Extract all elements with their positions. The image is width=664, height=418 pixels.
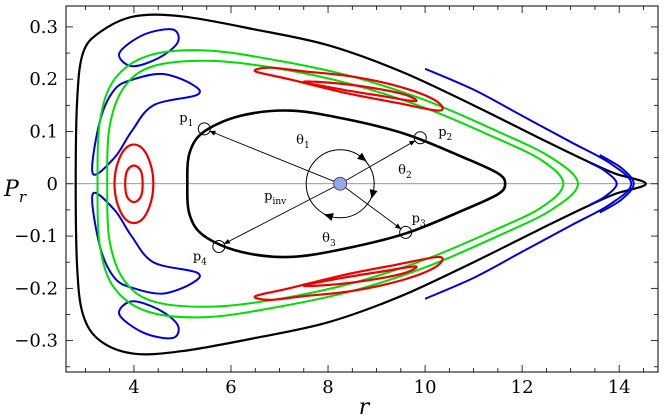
label-theta1: θ1	[296, 133, 310, 151]
label-p2: p2	[438, 125, 452, 143]
vector-p2	[339, 140, 416, 185]
label-p-inv: pinv	[264, 189, 287, 207]
label-theta1-sub: 1	[304, 141, 310, 151]
y-axis-label: Pr	[3, 177, 27, 206]
curve-blue-outer-right	[424, 67, 633, 300]
markers-layer	[197, 122, 427, 254]
label-p4-sub: 4	[201, 258, 207, 268]
vector-p4	[223, 183, 341, 245]
marker-center-point	[333, 176, 348, 191]
marker-p2	[413, 131, 427, 145]
label-theta3: θ3	[322, 231, 336, 249]
label-p3-sub: 3	[420, 219, 426, 229]
label-p-inv-main: p	[264, 189, 272, 204]
angle-arrowhead	[324, 213, 334, 221]
marker-p3	[399, 225, 413, 239]
curve-outer-boundary	[74, 13, 647, 356]
x-tick-label: 14	[608, 377, 631, 398]
curve-blue-island-bottom	[118, 300, 180, 340]
x-tick-label: 4	[128, 377, 139, 398]
curve-blue-island-top	[118, 28, 180, 68]
label-p4: p4	[193, 250, 207, 268]
y-tick-label: −0.2	[14, 278, 58, 299]
label-theta2-sub: 2	[406, 171, 412, 181]
vector-p1	[209, 130, 341, 185]
curves-layer	[74, 13, 647, 356]
x-tick-label: 12	[511, 377, 534, 398]
label-p1: p1	[179, 111, 193, 129]
label-theta1-main: θ	[296, 133, 304, 148]
label-p1-main: p	[179, 111, 187, 126]
curve-red-island-top-inner	[302, 80, 418, 103]
curve-inner-orbit	[185, 109, 507, 259]
y-tick-label: 0.2	[29, 69, 58, 90]
curve-red-island-left-inner	[124, 164, 144, 204]
curve-green-torus-inner	[106, 59, 565, 308]
curve-blue-island-upper-left	[91, 72, 201, 176]
label-p2-main: p	[438, 125, 446, 140]
label-p1-sub: 1	[188, 119, 194, 129]
x-axis-label: r	[359, 395, 371, 418]
angle-arrowhead	[369, 189, 378, 199]
curve-red-island-bottom-outer	[253, 255, 444, 301]
label-p4-main: p	[193, 250, 201, 265]
curve-blue-right-crescent-b	[599, 154, 635, 214]
x-tick-label: 6	[225, 377, 236, 398]
y-axis-label-sub: r	[19, 188, 27, 206]
y-tick-label: 0.3	[29, 17, 58, 38]
label-p2-sub: 2	[447, 133, 453, 143]
y-tick-label: 0.1	[29, 121, 58, 142]
label-p3: p3	[412, 211, 426, 229]
y-tick-label: −0.1	[14, 226, 58, 247]
vector-p3	[339, 183, 402, 230]
y-axis-label-main: P	[3, 177, 20, 202]
marker-p1	[197, 122, 211, 136]
label-theta3-sub: 3	[330, 239, 336, 249]
angle-circle-layer	[305, 149, 378, 221]
curve-red-island-bottom-inner	[302, 265, 418, 288]
x-tick-label: 10	[414, 377, 437, 398]
curve-red-island-left-outer	[113, 143, 155, 225]
vectors-layer	[209, 130, 416, 245]
curve-red-island-top-outer	[253, 66, 444, 112]
curve-blue-island-lower-left	[91, 191, 201, 295]
label-p-inv-sub: inv	[272, 197, 287, 207]
y-tick-label: 0	[47, 174, 58, 195]
label-theta2-main: θ	[398, 163, 406, 178]
curve-green-torus-outer	[96, 49, 579, 319]
label-p3-main: p	[412, 211, 420, 226]
ticks-layer	[66, 6, 658, 372]
label-theta3-main: θ	[322, 231, 330, 246]
angle-circle	[305, 149, 375, 219]
angle-arrowhead	[357, 152, 367, 162]
y-tick-label: −0.3	[14, 331, 58, 352]
curve-blue-right-crescent-a	[589, 161, 618, 206]
marker-p4	[212, 240, 226, 254]
label-theta2: θ2	[398, 163, 412, 181]
x-tick-label: 8	[322, 377, 333, 398]
